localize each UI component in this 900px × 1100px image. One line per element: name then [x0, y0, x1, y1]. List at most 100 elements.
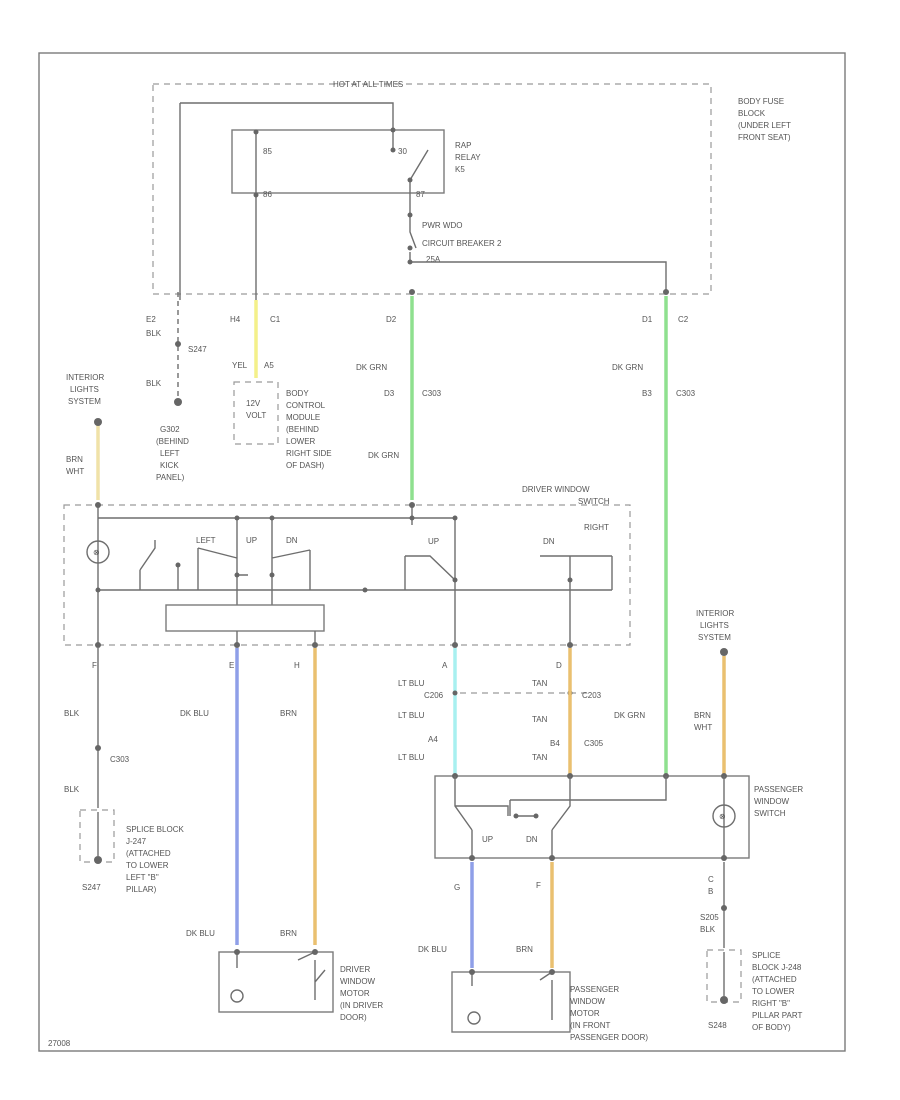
svg-text:LIGHTS: LIGHTS	[70, 385, 99, 394]
bcm-label: BODY CONTROL MODULE (BEHIND LOWER RIGHT …	[286, 389, 332, 470]
driver-switch-right-contacts	[404, 518, 613, 645]
svg-text:PILLAR PART: PILLAR PART	[752, 1011, 803, 1020]
conn-e2: E2	[146, 315, 156, 324]
dk-grn-label-1: DK GRN	[356, 363, 387, 372]
interior-lights-left-label: INTERIOR LIGHTS SYSTEM	[66, 373, 104, 406]
svg-text:PANEL): PANEL)	[156, 473, 185, 482]
svg-text:VOLT: VOLT	[246, 411, 266, 420]
lt-blu-label-2: LT BLU	[398, 711, 425, 720]
diagram-code: 27008	[48, 1039, 71, 1048]
pws-dn-label: DN	[526, 835, 538, 844]
pws-up-label: UP	[482, 835, 493, 844]
relay-pin-87: 87	[416, 190, 425, 199]
svg-text:LOWER: LOWER	[286, 437, 316, 446]
s248-label: S248	[708, 1021, 727, 1030]
svg-text:LEFT: LEFT	[160, 449, 180, 458]
svg-text:WINDOW: WINDOW	[340, 977, 376, 986]
driver-window-motor-label: DRIVER WINDOW MOTOR (IN DRIVER DOOR)	[340, 965, 383, 1022]
svg-text:(BEHIND: (BEHIND	[156, 437, 189, 446]
dk-grn-label-2: DK GRN	[368, 451, 399, 460]
svg-text:MODULE: MODULE	[286, 413, 320, 422]
svg-text:BODY: BODY	[286, 389, 309, 398]
relay-pin-86: 86	[263, 190, 272, 199]
svg-text:WHT: WHT	[694, 723, 712, 732]
dk-grn-label-3: DK GRN	[612, 363, 643, 372]
svg-text:BRN: BRN	[694, 711, 711, 720]
svg-text:PWR WDO: PWR WDO	[422, 221, 462, 230]
svg-text:RAP: RAP	[455, 141, 471, 150]
driver-switch-lock-contact	[139, 540, 156, 590]
svg-text:CONTROL: CONTROL	[286, 401, 326, 410]
blk-label-2: BLK	[146, 379, 162, 388]
rap-relay-label: RAP RELAY K5	[455, 141, 481, 174]
switch-up-label-2: UP	[428, 537, 439, 546]
switch-left-label: LEFT	[196, 536, 216, 545]
interior-lights-right-label: INTERIOR LIGHTS SYSTEM	[696, 609, 734, 642]
c303-label-1: C303	[422, 389, 442, 398]
svg-text:SWITCH: SWITCH	[578, 497, 610, 506]
svg-text:WHT: WHT	[66, 467, 84, 476]
svg-text:PASSENGER: PASSENGER	[570, 985, 619, 994]
s247-label: S247	[188, 345, 207, 354]
b3-label: B3	[642, 389, 652, 398]
svg-text:⊗: ⊗	[93, 548, 100, 557]
c203-label: C203	[582, 691, 602, 700]
bcm-volt-box	[233, 381, 279, 445]
svg-text:LIGHTS: LIGHTS	[700, 621, 729, 630]
svg-text:J-247: J-247	[126, 837, 147, 846]
svg-text:OF BODY): OF BODY)	[752, 1023, 791, 1032]
svg-text:WINDOW: WINDOW	[570, 997, 606, 1006]
switch-dn-label-1: DN	[286, 536, 298, 545]
blk-label-3: BLK	[64, 709, 80, 718]
conn-c2: C2	[678, 315, 689, 324]
svg-text:OF DASH): OF DASH)	[286, 461, 325, 470]
svg-text:(IN FRONT: (IN FRONT	[570, 1021, 611, 1030]
splice-block-right-label: SPLICE BLOCK J-248 (ATTACHED TO LOWER RI…	[752, 951, 803, 1032]
blk-label-4: BLK	[64, 785, 80, 794]
svg-text:SPLICE: SPLICE	[752, 951, 780, 960]
conn-d1: D1	[642, 315, 653, 324]
svg-text:(ATTACHED: (ATTACHED	[752, 975, 797, 984]
conn-d2: D2	[386, 315, 397, 324]
svg-text:25A: 25A	[426, 255, 441, 264]
fuse-block-label: BODY FUSE BLOCK (UNDER LEFT FRONT SEAT)	[738, 97, 791, 142]
breaker-output-bus	[410, 261, 667, 292]
driver-switch-left-contacts	[197, 518, 311, 605]
switch-up-label-1: UP	[246, 536, 257, 545]
pin-f-label: F	[92, 661, 97, 670]
svg-text:PASSENGER DOOR): PASSENGER DOOR)	[570, 1033, 648, 1042]
svg-text:K5: K5	[455, 165, 465, 174]
driver-window-switch-label: DRIVER WINDOW SWITCH	[522, 485, 610, 506]
driver-window-motor-box	[218, 951, 334, 1013]
svg-text:RIGHT "B": RIGHT "B"	[752, 999, 790, 1008]
splice-block-left-label: SPLICE BLOCK J-247 (ATTACHED TO LOWER LE…	[126, 825, 184, 894]
svg-text:WINDOW: WINDOW	[754, 797, 790, 806]
svg-text:(IN DRIVER: (IN DRIVER	[340, 1001, 383, 1010]
tan-label-3: TAN	[532, 753, 548, 762]
fuse-block-outline	[152, 83, 712, 295]
lt-blu-label-3: LT BLU	[398, 753, 425, 762]
driver-switch-bus-bottom	[98, 565, 612, 591]
c206-label: C206	[424, 691, 444, 700]
svg-text:INTERIOR: INTERIOR	[66, 373, 104, 382]
svg-text:BLOCK J-248: BLOCK J-248	[752, 963, 802, 972]
volt-label: 12V VOLT	[246, 399, 266, 420]
c303-label-3: C303	[110, 755, 130, 764]
brn-wht-left-label: BRN WHT	[66, 455, 84, 476]
a4-label: A4	[428, 735, 438, 744]
svg-text:G302: G302	[160, 425, 180, 434]
driver-window-switch-box	[63, 504, 631, 646]
blk-label-1: BLK	[146, 329, 162, 338]
svg-text:BLOCK: BLOCK	[738, 109, 766, 118]
passenger-switch-lamp	[712, 804, 736, 828]
pin-a-label: A	[442, 661, 448, 670]
svg-text:BRN: BRN	[66, 455, 83, 464]
svg-text:LEFT "B": LEFT "B"	[126, 873, 159, 882]
driver-switch-bus-top	[97, 505, 455, 645]
dk-grn-label-4: DK GRN	[614, 711, 645, 720]
passenger-window-motor-label: PASSENGER WINDOW MOTOR (IN FRONT PASSENG…	[570, 985, 648, 1042]
relay-pin-30: 30	[398, 147, 407, 156]
svg-text:RIGHT SIDE: RIGHT SIDE	[286, 449, 332, 458]
hot-at-all-times-label: HOT AT ALL TIMES	[333, 80, 403, 89]
